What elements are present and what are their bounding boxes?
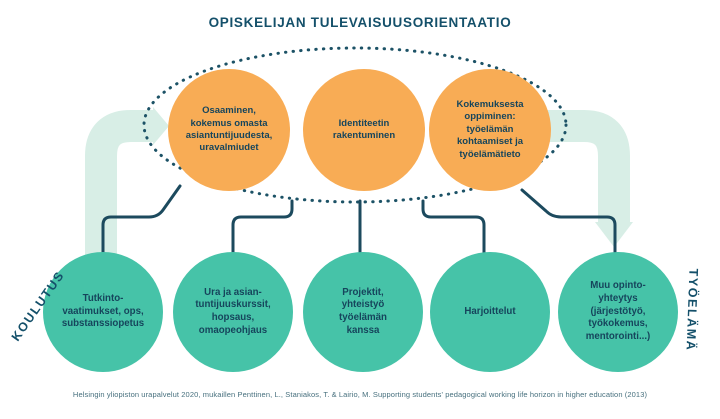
top-circle-osaaminen: Osaaminen, kokemus omasta asiantuntijuud…	[168, 69, 290, 191]
flow-band-left-arrowhead-icon	[153, 107, 169, 145]
flow-band-left	[85, 110, 153, 268]
citation-footer: Helsingin yliopiston urapalvelut 2020, m…	[72, 390, 648, 399]
bottom-circle-harjoittelut: Harjoittelut	[430, 252, 550, 372]
page-title: OPISKELIJAN TULEVAISUUSORIENTAATIO	[208, 15, 512, 30]
dotted-oval-border	[142, 46, 568, 204]
top-circle-identiteetti: Identiteetin rakentuminen	[303, 69, 425, 191]
bottom-circle-projektit: Projektit, yhteistyö työelämän kanssa	[303, 252, 423, 372]
bottom-circle-tutkintovaatimukset: Tutkinto- vaatimukset, ops, substanssiop…	[43, 252, 163, 372]
bottom-circle-muu-opintoyhteytys: Muu opinto- yhteytys (järjestötyö, työko…	[558, 252, 678, 372]
connector-line-2	[231, 199, 294, 256]
top-circle-kokemuksesta-oppiminen: Kokemuksesta oppiminen: työelämän kohtaa…	[429, 69, 551, 191]
connector-line-5	[520, 188, 617, 254]
connector-line-4	[421, 199, 486, 256]
bottom-circle-urakurssit: Ura ja asian- tuntijuuskurssit, hopsaus,…	[173, 252, 293, 372]
flow-band-right	[505, 110, 630, 223]
connector-line-1	[101, 184, 182, 256]
